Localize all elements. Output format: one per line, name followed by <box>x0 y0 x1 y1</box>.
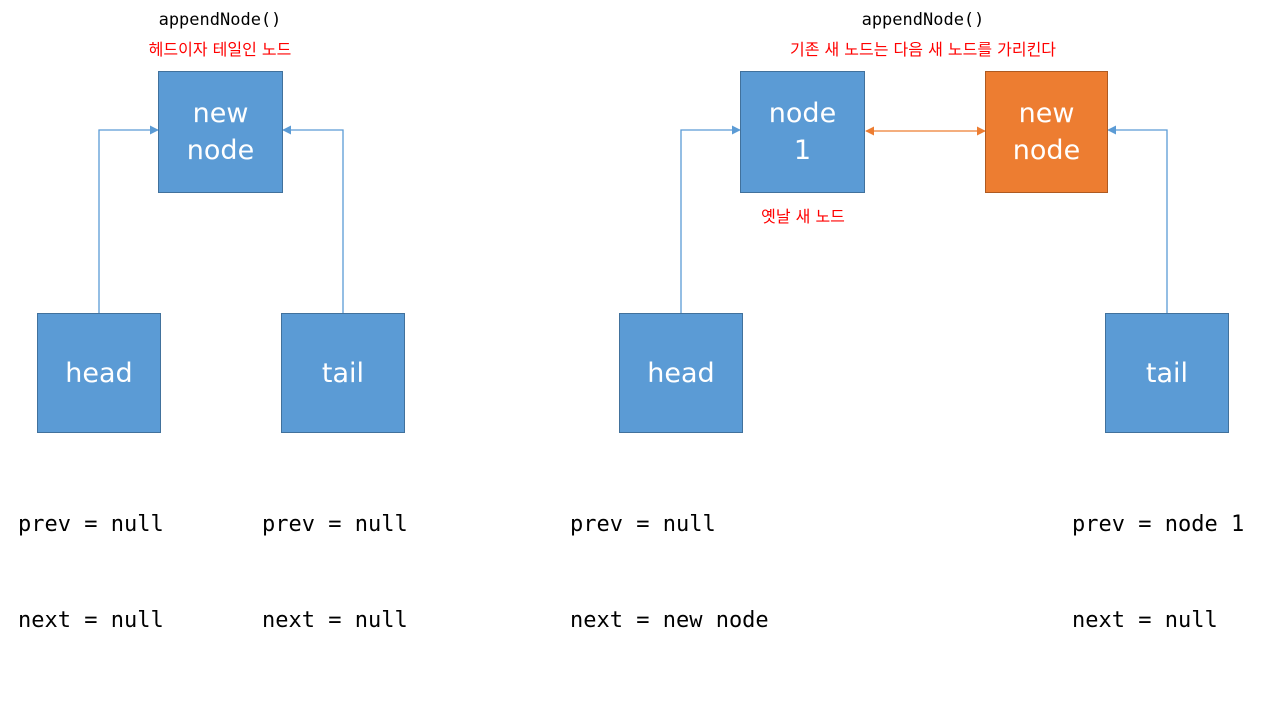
right-function-caption: appendNode() <box>861 10 985 30</box>
left-head-prev: prev = null <box>18 512 164 537</box>
left-new-node-line1: new <box>192 98 249 129</box>
node1-old-new-node-note: 옛날 새 노드 <box>761 207 845 226</box>
right-head-label: head <box>647 357 715 389</box>
left-tail-to-new-node-arrow <box>282 125 344 313</box>
left-head-box: head <box>37 313 161 433</box>
right-link-note: 기존 새 노드는 다음 새 노드를 가리킨다 <box>789 40 1057 59</box>
left-tail-next: next = null <box>262 608 408 633</box>
connector-layer <box>98 125 1168 313</box>
right-tail-prev: prev = node 1 <box>1072 512 1245 537</box>
right-head-pointers: prev = null next = new node <box>570 445 769 701</box>
right-new-node-line1: new <box>1018 98 1075 129</box>
left-tail-pointers: prev = null next = null <box>262 445 408 701</box>
left-head-next: next = null <box>18 608 164 633</box>
right-tail-to-new-node-arrow <box>1107 125 1168 313</box>
right-tail-next: next = null <box>1072 608 1218 633</box>
node1-line1: node <box>768 98 837 129</box>
right-tail-box: tail <box>1105 313 1229 433</box>
right-head-next: next = new node <box>570 608 769 633</box>
left-new-node-box: new node <box>158 71 283 193</box>
left-function-caption: appendNode() <box>158 10 282 30</box>
right-new-node-line2: node <box>1012 135 1081 166</box>
node1-box: node 1 <box>740 71 865 193</box>
diagram-canvas: appendNode() 헤드이자 테일인 노드 new node head t… <box>18 10 1244 633</box>
left-new-node-line2: node <box>186 135 255 166</box>
right-tail-label: tail <box>1145 357 1189 389</box>
left-head-pointers: prev = null next = null <box>18 445 164 701</box>
right-tail-pointers: prev = node 1 next = null <box>1072 445 1244 701</box>
right-head-box: head <box>619 313 743 433</box>
left-tail-prev: prev = null <box>262 512 408 537</box>
left-head-to-new-node-arrow <box>98 125 159 313</box>
right-head-to-node1-arrow <box>680 125 741 313</box>
left-head-label: head <box>65 357 133 389</box>
left-tail-box: tail <box>281 313 405 433</box>
node1-line2: 1 <box>793 135 812 166</box>
right-head-prev: prev = null <box>570 512 716 537</box>
left-tail-label: tail <box>321 357 365 389</box>
right-new-node-box: new node <box>985 71 1108 193</box>
left-head-tail-note: 헤드이자 테일인 노드 <box>148 40 292 59</box>
